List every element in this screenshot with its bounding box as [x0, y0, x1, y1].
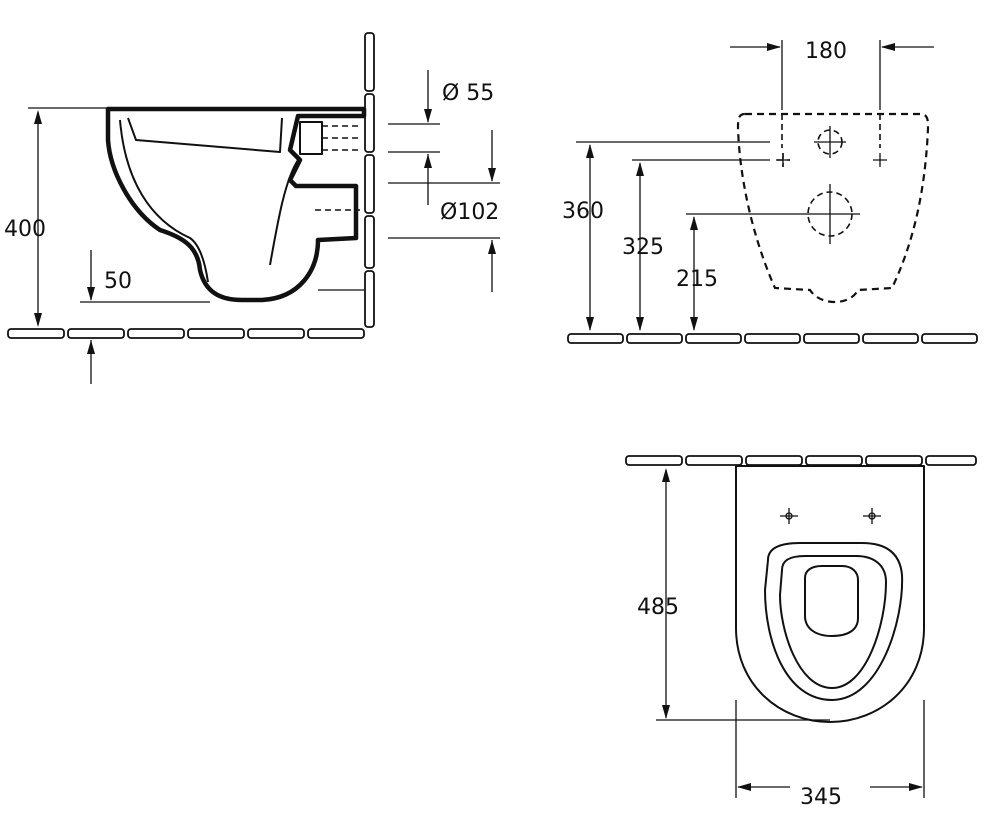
side-view: 400 50 Ø 55 Ø102 [4, 32, 500, 384]
dim-outlet: Ø102 [388, 130, 500, 292]
dim-50: 50 [80, 250, 210, 384]
dim-360-label: 360 [562, 199, 604, 224]
dim-50-label: 50 [104, 269, 132, 294]
dim-inlet: Ø 55 [388, 70, 494, 205]
dim-215: 215 [676, 213, 800, 331]
dim-325: 325 [622, 159, 770, 331]
side-view-bowl [105, 106, 367, 303]
rear-view-floor [567, 333, 978, 344]
top-view-seat-outer [764, 542, 904, 701]
top-view-fixings [780, 508, 881, 524]
dim-inlet-label: Ø 55 [442, 81, 494, 106]
rear-view-outline [736, 112, 930, 303]
dim-400-label: 400 [4, 217, 46, 242]
dim-360: 360 [562, 141, 770, 331]
top-view-wall [625, 455, 977, 466]
dim-485: 485 [637, 468, 830, 721]
dim-400: 400 [4, 107, 110, 327]
dim-180-label: 180 [805, 39, 847, 64]
dim-345-label: 345 [800, 785, 842, 810]
top-view-seat-inner [779, 555, 887, 689]
top-view-outline [735, 465, 925, 723]
dim-345: 345 [735, 700, 925, 810]
dim-485-label: 485 [637, 595, 679, 620]
side-view-floor [7, 328, 365, 339]
side-view-wall [364, 32, 375, 328]
dim-180: 180 [730, 39, 934, 110]
rear-view-fixings [776, 114, 887, 244]
top-view: 485 345 [625, 455, 977, 810]
dim-215-label: 215 [676, 267, 718, 292]
dim-325-label: 325 [622, 235, 664, 260]
top-view-bowl-opening [804, 565, 859, 637]
dim-outlet-label: Ø102 [440, 200, 499, 225]
rear-view: 180 360 325 215 [562, 39, 978, 344]
